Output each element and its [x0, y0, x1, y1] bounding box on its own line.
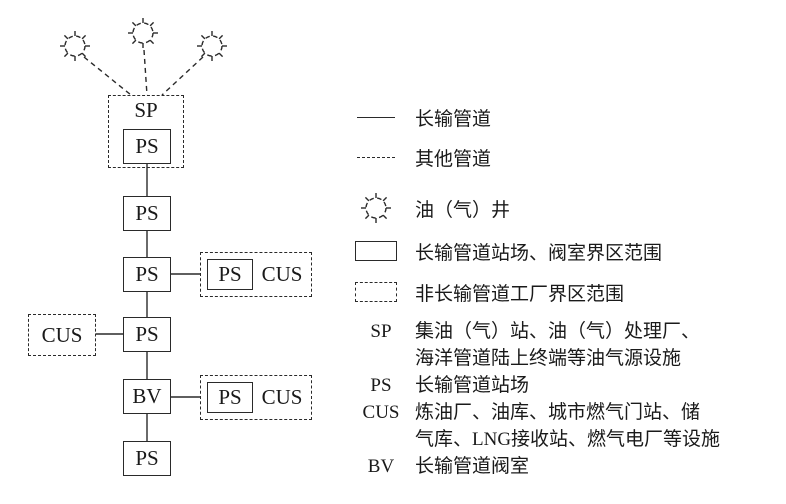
abbr-desc-line: 长输管道阀室: [415, 456, 530, 477]
abbr-code: CUS: [362, 402, 400, 423]
legend-item-station-boundary: 长输管道站场、阀室界区范围: [352, 238, 662, 264]
abbr-code: BV: [367, 456, 395, 477]
legend-abbr-ps: PS 长输管道站场: [352, 372, 529, 399]
legend-label: 长输管道站场、阀室界区范围: [415, 242, 663, 264]
solid-line-sample: [357, 116, 395, 118]
sp-label: SP: [134, 98, 158, 122]
cus-boundary-box-2: PS CUS: [200, 375, 312, 420]
abbr-desc-line: 海洋管道陆上终端等油气源设施: [415, 348, 682, 369]
node-ps-branch-1: PS: [207, 259, 253, 290]
legend-item-other-pipeline: 其他管道: [352, 144, 491, 170]
abbr-code: SP: [370, 321, 392, 342]
node-bv: BV: [123, 379, 171, 414]
abbr-desc-line: 集油（气）站、油（气）处理厂、: [415, 321, 701, 342]
cus-label-1: CUS: [261, 262, 303, 286]
abbr-desc-line: 气库、LNG接收站、燃气电厂等设施: [415, 429, 721, 450]
abbr-desc-line: 长输管道站场: [415, 375, 530, 396]
dashed-rect-sample: [355, 282, 397, 302]
legend-label: 其他管道: [415, 148, 492, 170]
cus-label-left: CUS: [41, 322, 83, 347]
legend-label: 油（气）井: [415, 199, 511, 221]
cus-boundary-box-left: CUS: [28, 314, 96, 356]
dashed-line-sample: [357, 156, 395, 158]
cus-boundary-box-1: PS CUS: [200, 252, 312, 297]
legend-item-factory-boundary: 非长输管道工厂界区范围: [352, 279, 624, 305]
node-ps-2: PS: [123, 196, 171, 231]
legend-label: 长输管道: [415, 108, 492, 130]
node-ps-3: PS: [123, 257, 171, 292]
oil-gas-well-icon: [194, 28, 230, 64]
node-ps-5: PS: [123, 441, 171, 476]
legend-abbr-sp: SP 集油（气）站、油（气）处理厂、 海洋管道陆上终端等油气源设施: [352, 318, 700, 372]
node-ps-branch-2: PS: [207, 382, 253, 413]
sp-boundary-box: SP: [108, 95, 184, 168]
oil-gas-well-icon: [125, 15, 161, 51]
solid-rect-sample: [355, 241, 397, 261]
legend-item-well: 油（气）井: [352, 190, 510, 226]
abbr-code: PS: [370, 375, 392, 396]
node-ps-1: PS: [123, 129, 171, 164]
abbr-desc-line: 炼油厂、油库、城市燃气门站、储: [415, 402, 701, 423]
cus-label-2: CUS: [261, 385, 303, 409]
oil-gas-well-icon: [352, 190, 400, 226]
legend-abbr-cus: CUS 炼油厂、油库、城市燃气门站、储 气库、LNG接收站、燃气电厂等设施: [352, 399, 721, 453]
legend-label: 非长输管道工厂界区范围: [415, 283, 625, 305]
legend-abbr-bv: BV 长输管道阀室: [352, 453, 529, 480]
oil-gas-well-icon: [57, 28, 93, 64]
legend-item-main-pipeline: 长输管道: [352, 104, 491, 130]
node-ps-4: PS: [123, 317, 171, 352]
